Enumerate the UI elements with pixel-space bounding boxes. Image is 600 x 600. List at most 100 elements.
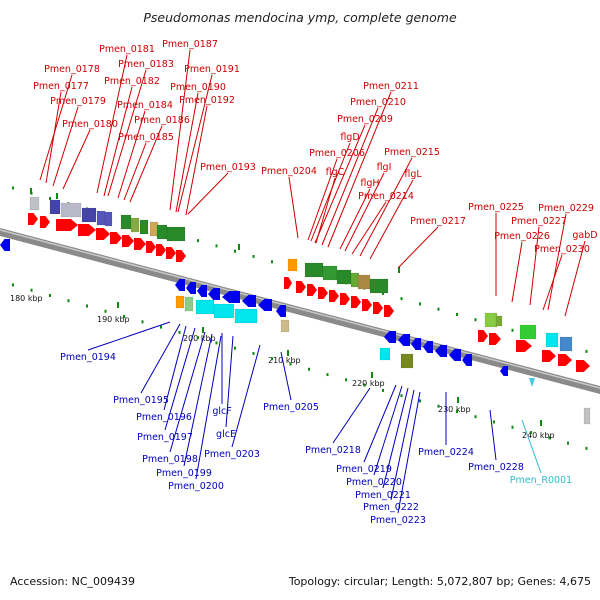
leader-line [96,54,128,194]
feature-box [559,336,573,352]
gene-label-forward: Pmen_0180 [62,119,118,130]
tick-dot [326,373,329,377]
feature-box [139,219,149,235]
reverse-gene-arrow [384,331,396,343]
gene-label-forward: flgD [340,132,359,143]
leader-line [307,158,338,241]
leader-line [369,179,414,260]
gene-label-reverse: Pmen_0223 [370,515,426,526]
scale-tick-label: 190 kbp [97,315,130,324]
tick-dot [530,431,532,435]
reverse-gene-arrow [0,239,10,251]
tick-dot [474,415,477,419]
feature-box [234,308,258,324]
leader-line [185,105,208,216]
tick-dot [197,239,199,243]
forward-gene-arrow [340,293,350,305]
forward-gene-arrow [351,296,361,308]
tick-dot [12,186,14,190]
gene-arrows [0,213,590,387]
gene-label-forward: Pmen_0185 [118,132,174,143]
forward-gene-arrow [40,216,50,228]
gene-label-forward: Pmen_0186 [134,115,190,126]
gene-label-forward: Pmen_0230 [534,244,590,255]
forward-gene-arrow [146,241,156,253]
feature-box [357,274,371,290]
gene-label-reverse: Pmen_0203 [204,449,260,460]
leader-line [351,201,387,255]
tick-dot [49,196,51,200]
gene-label-forward: Pmen_0206 [309,148,365,159]
tick-dot [400,297,403,301]
reverse-gene-arrow [462,354,472,366]
gene-label-forward: Pmen_0204 [261,166,317,177]
gene-label-forward: Pmen_0227 [511,216,567,227]
gene-label-forward: Pmen_0209 [337,114,393,125]
forward-gene-arrow [489,333,501,345]
tick-dot [30,288,33,292]
reverse-gene-arrow [242,295,256,307]
major-tick [287,350,289,356]
scale-tick-label: 220 kbp [352,379,385,388]
forward-gene-arrow [384,305,394,317]
tick-dot [67,299,70,303]
forward-gene-arrow [478,330,488,342]
gene-label-forward: Pmen_0190 [170,82,226,93]
tick-dot [86,304,88,308]
gene-label-forward: flgI [377,162,392,173]
tick-dot [123,315,125,319]
tick-dot [437,307,440,311]
gene-label-forward: Pmen_0182 [104,76,160,87]
tick-dot [382,291,384,295]
leader-line [123,142,147,201]
gene-label-forward: Pmen_0181 [99,44,155,55]
forward-gene-arrow [318,287,328,299]
major-tick [117,302,119,308]
feature-box [519,324,537,340]
gene-label-forward: flgC [326,167,345,178]
feature-boxes [29,196,591,425]
forward-gene-arrow [56,219,78,231]
leader-line [547,213,567,311]
leader-line [359,157,413,257]
scale-tick-label: 210 kbp [268,356,301,365]
feature-box [322,265,338,281]
feature-box [583,407,591,425]
tick-dot [511,425,514,429]
tick-dot [474,318,477,322]
leader-line [39,74,73,181]
major-tick [540,420,542,426]
gene-label-forward: flgL [404,169,422,180]
gene-label-reverse: Pmen_0222 [363,502,419,513]
feature-box [484,312,498,328]
reverse-gene-arrow [276,305,286,317]
leader-line [542,254,563,311]
forward-gene-arrow [558,354,572,366]
backbone-highlight [0,229,600,389]
forward-gene-arrow [96,228,110,240]
tick-dot [456,409,458,413]
leader-line [511,241,523,303]
major-tick [238,244,240,250]
reverse-gene-arrow [186,282,196,294]
gene-label-forward: Pmen_0187 [162,39,218,50]
scale-tick-label: 230 kbp [438,405,471,414]
major-tick [398,267,400,273]
tick-dot [511,328,514,332]
forward-gene-arrow [134,238,146,250]
forward-gene-arrow [329,290,339,302]
map-title: Pseudomonas mendocina ymp, complete geno… [143,10,457,25]
tick-dot [548,436,551,440]
genome-backbone [0,228,600,394]
leader-line [169,331,206,453]
gene-label-reverse: Pmen_0220 [346,477,402,488]
feature-box [379,347,391,361]
gene-label-reverse: Pmen_0199 [156,468,212,479]
rna-label: Pmen_R0001 [510,475,572,486]
leader-line [489,409,497,461]
leader-line [52,106,79,187]
leader-line [521,419,542,474]
forward-gene-arrow [78,224,96,236]
